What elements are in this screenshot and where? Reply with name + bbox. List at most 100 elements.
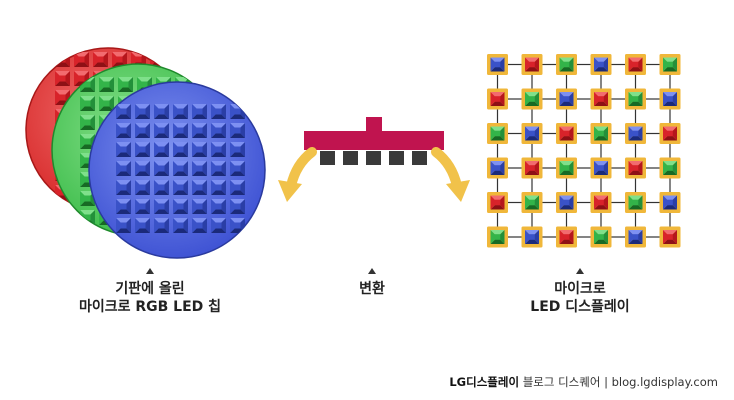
blue-led-chip [192, 218, 207, 233]
blue-micro-led [628, 126, 643, 141]
display-pixel [521, 157, 543, 179]
display-pixel [556, 54, 577, 75]
display-pixel [487, 54, 508, 75]
red-micro-led [559, 230, 574, 244]
blue-led-chip [154, 142, 169, 157]
display-pixel [521, 54, 543, 75]
blue-led-chip [116, 123, 131, 138]
green-led-chip [80, 96, 95, 111]
left-curved-arrow [278, 147, 317, 202]
blue-led-chip [173, 104, 188, 119]
display-pixel [487, 226, 508, 248]
display-pixel [521, 226, 543, 248]
blue-led-chip [211, 180, 226, 195]
footer-blog-name: 블로그 디스퀘어 [522, 375, 601, 389]
caption-conversion: 변환 [332, 268, 412, 298]
caption-led-chips-on-substrate: 기판에 올린 마이크로 RGB LED 칩 [70, 268, 230, 316]
blue-wafer [88, 81, 266, 259]
blue-micro-led [663, 195, 677, 210]
blue-led-chip [116, 142, 131, 157]
display-pixel [590, 123, 612, 144]
blue-led-chip [154, 161, 169, 176]
caption-pointer-triangle [146, 268, 154, 274]
red-micro-led [594, 92, 608, 106]
blue-led-chip [173, 161, 188, 176]
blue-led-chip [173, 142, 188, 157]
blue-micro-led [628, 230, 643, 244]
display-pixel [625, 88, 646, 110]
red-micro-led [525, 57, 539, 72]
blue-led-chip [173, 218, 188, 233]
display-pixel [625, 54, 646, 75]
blue-led-chip [154, 199, 169, 214]
red-micro-led [490, 195, 505, 210]
display-pixel [590, 157, 612, 179]
blue-led-chip [116, 161, 131, 176]
blue-led-chip [154, 104, 169, 119]
blue-led-chip [211, 161, 226, 176]
transfer-stamp [304, 117, 444, 165]
red-micro-led [525, 161, 539, 175]
blue-led-chip [192, 142, 207, 157]
green-led-chip [80, 115, 95, 130]
blue-led-chip [135, 123, 150, 138]
red-micro-led [663, 230, 677, 244]
red-micro-led [628, 57, 643, 72]
blue-micro-led [663, 92, 677, 106]
green-led-chip [99, 77, 114, 92]
blue-micro-led [525, 126, 539, 141]
blue-led-chip [154, 123, 169, 138]
green-micro-led [594, 126, 608, 141]
blue-led-chip [192, 161, 207, 176]
caption-pointer-triangle [368, 268, 376, 274]
red-micro-led [490, 92, 505, 106]
blue-led-chip [211, 199, 226, 214]
green-micro-led [628, 195, 643, 210]
caption-middle: 변환 [359, 281, 385, 297]
red-led-chip [55, 71, 70, 86]
blue-led-chip [135, 142, 150, 157]
display-pixel [590, 226, 612, 248]
red-micro-led [559, 126, 574, 141]
display-pixel [659, 226, 681, 248]
display-pixel [625, 157, 646, 179]
blue-led-chip-array [116, 104, 245, 233]
blue-led-chip [116, 104, 131, 119]
caption-left-line2: 마이크로 RGB LED 칩 [78, 299, 222, 315]
display-pixel [487, 123, 508, 144]
blue-led-chip [135, 180, 150, 195]
green-micro-led [628, 92, 643, 106]
green-led-chip [213, 77, 224, 92]
blue-micro-led [490, 57, 505, 72]
blue-led-chip [135, 104, 150, 119]
green-micro-led [490, 126, 505, 141]
blue-led-chip [116, 180, 131, 195]
red-led-chip [93, 52, 108, 67]
display-pixel [590, 54, 612, 75]
blue-led-chip [230, 142, 245, 157]
blue-micro-led [594, 57, 608, 72]
blue-led-chip [135, 161, 150, 176]
footer-url: blog.lgdisplay.com [611, 375, 718, 389]
caption-micro-led-display: 마이크로 LED 디스플레이 [500, 268, 660, 316]
display-pixel [556, 192, 577, 213]
footer-brand: LG디스플레이 [449, 375, 520, 389]
blue-led-chip [230, 161, 245, 176]
caption-left-line1: 기판에 올린 [115, 281, 185, 297]
blue-led-chip [173, 199, 188, 214]
display-pixel [521, 192, 543, 213]
micro-led-display [487, 54, 681, 248]
blue-led-chip [211, 142, 226, 157]
red-micro-led [628, 161, 643, 175]
green-led-chip [99, 96, 114, 111]
green-micro-led [559, 57, 574, 72]
display-pixel [487, 157, 508, 179]
blue-led-chip [154, 218, 169, 233]
display-pixel [659, 192, 681, 213]
display-pixel [487, 192, 508, 213]
display-pixel [625, 192, 646, 213]
blue-led-chip [230, 199, 245, 214]
caption-pointer-triangle [576, 268, 584, 274]
red-led-chip [188, 52, 190, 67]
